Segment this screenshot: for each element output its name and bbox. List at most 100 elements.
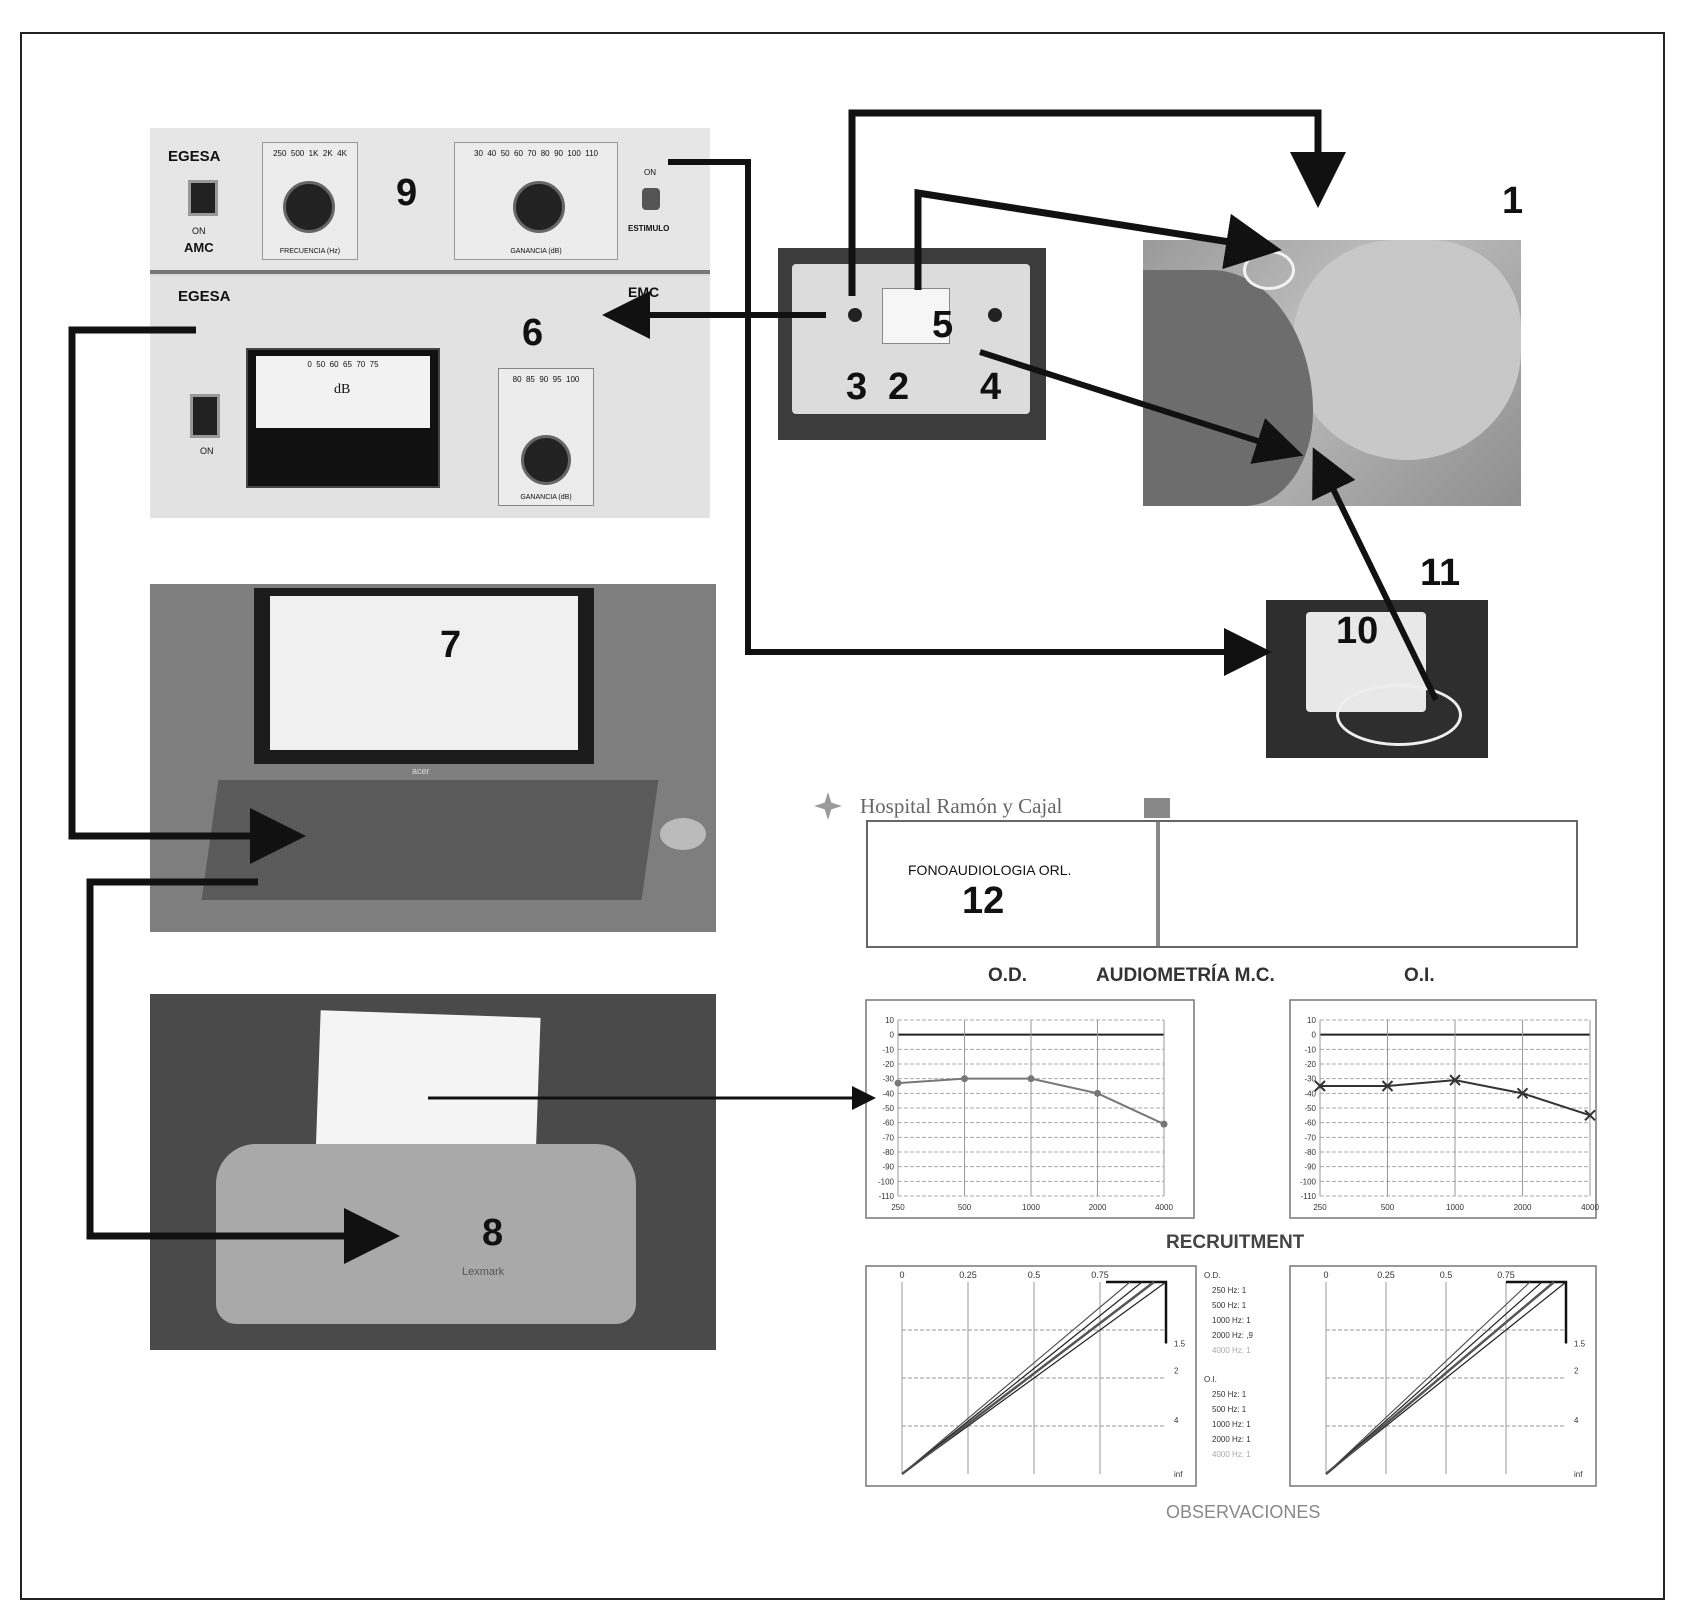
printer-photo: Lexmark xyxy=(150,994,716,1350)
arrow-to-forehead-electrode xyxy=(914,188,1282,290)
recruitment-legend: O.D. 250 Hz: 1 500 Hz: 1 1000 Hz: 1 2000… xyxy=(1204,1268,1253,1462)
emc-gain-ticks: 80 85 90 95 100 xyxy=(512,375,580,384)
recruitment-top-tick: 0.5 xyxy=(1440,1270,1453,1280)
amc-gain-knob xyxy=(513,181,565,233)
audiogram-point xyxy=(1314,1080,1326,1092)
audiogram-x-tick: 4000 xyxy=(1155,1203,1173,1212)
recruitment-line xyxy=(901,1281,1155,1475)
audiogram-y-tick: -70 xyxy=(1304,1133,1316,1142)
audiogram-point xyxy=(1449,1074,1461,1086)
recruitment-frame xyxy=(865,1265,1197,1487)
recruitment-line xyxy=(1325,1281,1555,1475)
legend-od-item: 2000 Hz: ,9 xyxy=(1212,1331,1253,1340)
audiogram-y-tick: -110 xyxy=(879,1192,895,1201)
recruitment-top-tick: 0 xyxy=(899,1270,904,1280)
label-12: 12 xyxy=(962,880,1005,922)
amc-gain-ticks: 30 40 50 60 70 80 90 100 110 xyxy=(474,149,598,158)
recruitment-top-tick: 0.25 xyxy=(1377,1270,1395,1280)
audiogram-x-tick: 250 xyxy=(1313,1203,1327,1212)
label-6: 6 xyxy=(522,312,544,354)
recruitment-line xyxy=(1325,1281,1543,1475)
audiogram-y-tick: 0 xyxy=(1312,1031,1317,1040)
label-8: 8 xyxy=(482,1212,504,1254)
emc-meter-face: 0 50 60 65 70 75 dB xyxy=(256,356,430,428)
audiogram-y-tick: -100 xyxy=(878,1177,895,1186)
amc-model: AMC xyxy=(184,240,214,255)
label-3: 3 xyxy=(846,366,868,408)
arrow-to-patient xyxy=(848,109,1346,296)
amc-brand: EGESA xyxy=(168,148,221,165)
emc-gain-knob xyxy=(521,435,571,485)
audiogram-point xyxy=(894,1079,902,1087)
label-5: 5 xyxy=(932,304,954,346)
audiogram-point xyxy=(1516,1087,1529,1100)
region-logo-icon xyxy=(1144,798,1170,818)
recruitment-top-tick: 0.5 xyxy=(1028,1270,1041,1280)
amc-power-switch xyxy=(188,180,218,216)
laptop-display xyxy=(270,596,578,750)
recruitment-line xyxy=(1325,1281,1531,1475)
audiogram-y-tick: -90 xyxy=(1304,1163,1316,1172)
patient-face xyxy=(1293,240,1521,460)
amc-stim-switch xyxy=(642,188,660,210)
hospital-name: Hospital Ramón y Cajal xyxy=(860,794,1063,818)
amc-freq-ticks: 250 500 1K 2K 4K xyxy=(273,149,347,158)
audiogram-y-tick: -40 xyxy=(882,1089,894,1098)
arrow-laptop-to-printer xyxy=(86,878,400,1264)
legend-oi-title: O.I. xyxy=(1204,1375,1217,1384)
label-4: 4 xyxy=(980,366,1002,408)
audiogram-x-tick: 500 xyxy=(958,1203,972,1212)
arrow-transducer-to-ear xyxy=(1312,447,1439,702)
recruitment-top-tick: 0 xyxy=(1323,1270,1328,1280)
audiogram-y-tick: -60 xyxy=(882,1119,894,1128)
emc-meter-ticks: 0 50 60 65 70 75 xyxy=(307,360,379,369)
amc-freq-panel: 250 500 1K 2K 4K FRECUENCIA (Hz) xyxy=(262,142,358,260)
title-oi: O.I. xyxy=(1404,965,1435,986)
recruitment-line xyxy=(901,1281,1143,1475)
emc-power-switch xyxy=(190,394,220,438)
legend-oi-item: 250 Hz: 1 xyxy=(1212,1390,1247,1399)
audiogram-y-tick: 10 xyxy=(885,1016,894,1025)
audiogram-point xyxy=(1094,1089,1101,1097)
electrode-box-photo xyxy=(778,248,1046,440)
audiogram-y-tick: -50 xyxy=(882,1104,894,1113)
figure-frame xyxy=(20,32,1665,1600)
audiogram-y-tick: -80 xyxy=(882,1148,894,1157)
recruitment-right-tick: 4 xyxy=(1174,1416,1179,1425)
legend-od-item: 4000 Hz: 1 xyxy=(1212,1346,1251,1355)
label-7: 7 xyxy=(440,624,462,666)
legend-oi-item: 4000 Hz: 1 xyxy=(1212,1450,1251,1459)
arrow-device-9-to-transducer xyxy=(668,159,1272,676)
electrode-box-meter xyxy=(882,288,950,344)
amc-freq-knob xyxy=(283,181,335,233)
connection-arrows xyxy=(68,109,1439,1264)
audiogram-y-tick: 10 xyxy=(1307,1016,1316,1025)
audiogram-x-tick: 250 xyxy=(891,1203,905,1212)
audiogram-y-tick: -50 xyxy=(1304,1104,1316,1113)
emc-brand: EGESA xyxy=(178,288,231,305)
audiogram-point xyxy=(1160,1120,1168,1128)
audiogram-x-tick: 2000 xyxy=(1089,1203,1107,1212)
amc-on-label: ON xyxy=(192,226,206,236)
arrow-device-6-to-laptop xyxy=(68,326,306,864)
laptop-mouse xyxy=(660,818,706,850)
audiogram-x-tick: 4000 xyxy=(1581,1203,1599,1212)
emc-on-label: ON xyxy=(200,446,214,456)
audiogram-frame xyxy=(1289,999,1597,1219)
audiogram-y-tick: -70 xyxy=(882,1133,894,1142)
laptop-photo: acer xyxy=(150,584,716,932)
recruitment-right-tick: 2 xyxy=(1574,1366,1579,1375)
electrode-box-body xyxy=(792,264,1030,414)
recruitment-right-tick: inf xyxy=(1174,1470,1183,1479)
department-name: FONOAUDIOLOGIA ORL. xyxy=(908,862,1072,878)
audiogram-y-tick: -10 xyxy=(1304,1045,1316,1054)
transducer-tube xyxy=(1336,684,1462,746)
recruitment-top-tick: 0.25 xyxy=(959,1270,977,1280)
emc-gain-panel: 80 85 90 95 100 GANANCIA (dB) xyxy=(498,368,594,506)
arrow-to-ear xyxy=(979,349,1304,464)
transducer-box-photo xyxy=(1266,600,1488,758)
audiogram-point xyxy=(961,1075,968,1083)
label-9: 9 xyxy=(396,172,418,214)
recruitment-top-tick: 0.75 xyxy=(1091,1270,1109,1280)
